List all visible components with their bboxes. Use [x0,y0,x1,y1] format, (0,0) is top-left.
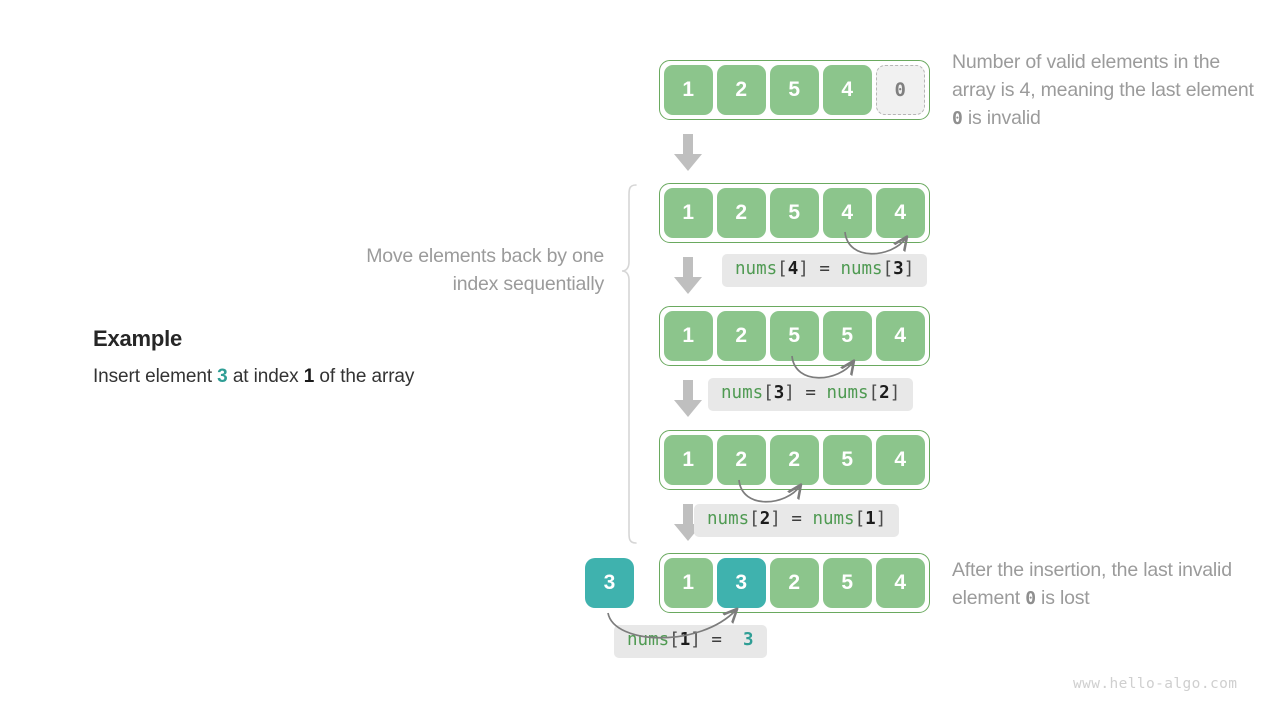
array-row-initial: 1 2 5 4 0 [659,60,930,120]
example-title: Example [93,326,183,351]
code-literal-value: 3 [742,630,754,650]
code-operator: = [711,630,722,650]
example-description: Insert element 3 at index 1 of the array [93,366,563,388]
bracket-open: [ [763,383,774,403]
array-cell: 2 [717,311,766,361]
example-desc-post: of the array [314,366,415,387]
array-cell: 5 [770,65,819,115]
code-index: 2 [759,509,771,529]
array-cell: 2 [770,558,819,608]
section-label-move-elements: Move elements back by one index sequenti… [366,245,604,295]
code-identifier: nums [826,383,869,403]
array-row-final: 1 3 2 5 4 [659,553,930,613]
bracket-close: ] [770,509,781,529]
bracket-open: [ [868,383,880,403]
array-cell: 4 [876,435,925,485]
note-bottom-pre: After the insertion, the last invalid el… [952,559,1232,609]
code-label-assign-2-1: nums[2] = nums[1] [694,504,900,537]
array-cell: 5 [823,311,872,361]
inserted-value-box: 3 [585,558,634,608]
array-cell: 2 [717,435,766,485]
bracket-close: ] [690,630,701,650]
bracket-open: [ [749,509,760,529]
bracket-open: [ [854,509,866,529]
array-cell: 2 [770,435,819,485]
code-operator: = [819,259,830,279]
code-index: 3 [893,259,904,279]
array-row-shift-4: 1 2 5 4 4 [659,183,930,243]
note-top-post: is invalid [962,107,1041,129]
array-cell: 4 [876,558,925,608]
bracket-open: [ [669,630,680,650]
array-cell: 1 [664,435,713,485]
code-index: 1 [679,630,691,650]
array-cell: 2 [717,65,766,115]
code-index: 1 [865,509,876,529]
note-element-lost: After the insertion, the last invalid el… [952,556,1262,613]
array-cell: 4 [823,65,872,115]
down-arrow-icon [673,380,703,418]
array-cell-invalid: 0 [876,65,925,115]
code-label-assign-1-literal: nums[1] = 3 [614,625,767,658]
code-operator: = [791,509,802,529]
note-bottom-value: 0 [1025,588,1036,609]
example-insert-index: 1 [303,366,315,387]
note-invalid-last-element: Number of valid elements in the array is… [952,48,1264,133]
code-identifier: nums [721,383,764,403]
bracket-close: ] [889,383,901,403]
array-cell: 5 [770,188,819,238]
example-desc-mid: at index [227,366,304,387]
array-cell: 4 [876,311,925,361]
array-cell: 5 [823,558,872,608]
array-cell: 4 [823,188,872,238]
bracket-open: [ [777,259,788,279]
array-row-shift-2: 1 2 2 5 4 [659,430,930,490]
array-cell: 5 [770,311,819,361]
example-block: Example Insert element 3 at index 1 of t… [93,326,563,388]
note-top-pre: Number of valid elements in the array is… [952,51,1254,101]
down-arrow-icon [673,134,703,172]
bracket-close: ] [903,259,915,279]
code-identifier: nums [735,259,778,279]
bracket-open: [ [882,259,894,279]
array-cell: 4 [876,188,925,238]
code-identifier: nums [840,259,883,279]
array-cell-inserted: 3 [717,558,766,608]
code-identifier: nums [812,509,855,529]
code-index: 3 [773,383,785,403]
down-arrow-icon [673,257,703,295]
code-index: 2 [879,383,890,403]
code-operator: = [805,383,816,403]
array-cell: 1 [664,558,713,608]
code-label-assign-3-2: nums[3] = nums[2] [708,378,914,411]
watermark: www.hello-algo.com [1073,676,1238,692]
array-cell: 1 [664,188,713,238]
example-insert-value: 3 [217,366,228,387]
bracket-close: ] [875,509,887,529]
code-identifier: nums [707,509,750,529]
code-index: 4 [787,259,799,279]
array-cell: 2 [717,188,766,238]
array-cell: 1 [664,65,713,115]
note-top-value: 0 [952,108,963,129]
note-bottom-post: is lost [1035,587,1090,609]
grouping-brace [620,184,642,549]
example-desc-pre: Insert element [93,366,218,387]
code-identifier: nums [627,630,670,650]
bracket-close: ] [798,259,809,279]
array-cell: 1 [664,311,713,361]
code-label-assign-4-3: nums[4] = nums[3] [722,254,928,287]
bracket-close: ] [784,383,795,403]
array-cell: 5 [823,435,872,485]
array-row-shift-3: 1 2 5 5 4 [659,306,930,366]
